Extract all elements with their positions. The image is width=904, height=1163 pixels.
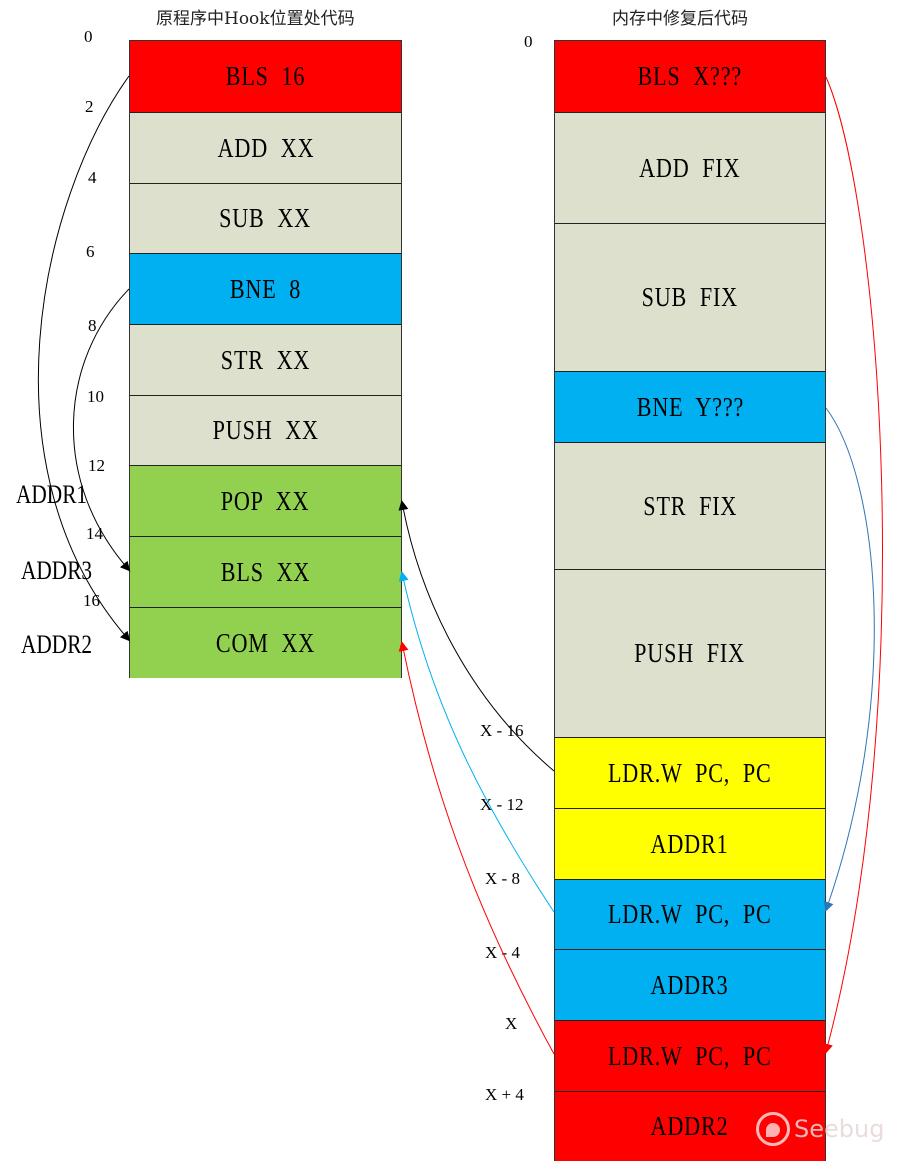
left-offset-6: 6 [86, 242, 95, 261]
right-offset-x: X [505, 1014, 518, 1033]
left-offset-2: 2 [85, 97, 94, 116]
left-cell-label: POP XX [221, 485, 310, 516]
left-cell: SUB XX [130, 183, 401, 253]
right-cell-label: ADDR1 [651, 828, 729, 859]
right-offset-0: 0 [524, 32, 533, 51]
left-offset-8: 8 [88, 316, 97, 335]
seebug-watermark: Seebug [756, 1112, 884, 1146]
addr2-label: ADDR2 [21, 630, 93, 659]
right-cell: ADDR3 [555, 949, 825, 1020]
addr1-label: ADDR1 [16, 480, 88, 509]
right-cell: PUSH FIX [555, 569, 825, 737]
right-cell-label: ADDR2 [651, 1111, 729, 1141]
left-cell-label: COM XX [215, 627, 316, 658]
right-cell-label: STR FIX [643, 490, 737, 521]
right-cell-label: LDR.W PC, PC [608, 1040, 772, 1071]
arrow-ldr-yellow-to-pop [398, 500, 555, 772]
left-offset-0: 0 [84, 27, 93, 46]
right-cell-label: SUB FIX [641, 282, 739, 312]
left-offset-12: 12 [88, 456, 105, 475]
right-cell: BNE Y??? [555, 371, 825, 442]
left-cell: COM XX [130, 607, 401, 678]
left-cell-label: BNE 8 [229, 273, 302, 304]
right-cell-label: BLS X??? [637, 61, 743, 91]
patched-code-column: BLS X??? ADD FIX SUB FIX BNE Y??? STR FIX PUS… [554, 40, 826, 1161]
left-cell-label: SUB XX [219, 203, 312, 233]
left-cell: BLS 16 [130, 41, 401, 112]
right-cell: ADDR1 [555, 808, 825, 879]
left-panel-title: 原程序中Hook位置处代码 [156, 9, 355, 29]
left-cell-label: ADD XX [217, 132, 314, 163]
right-cell: SUB FIX [555, 223, 825, 371]
right-cell-label: LDR.W PC, PC [608, 757, 772, 788]
left-cell-label: BLS 16 [225, 61, 306, 91]
right-offset-x-16: X - 16 [480, 721, 524, 740]
right-cell: LDR.W PC, PC [555, 879, 825, 949]
arrow-ldr-blue-to-bls [398, 571, 555, 913]
arrow-bls-to-ldr-red [823, 76, 883, 1054]
left-offset-14: 14 [86, 524, 103, 543]
seebug-logo-icon [756, 1112, 790, 1146]
left-cell: BNE 8 [130, 253, 401, 324]
right-cell: ADD FIX [555, 112, 825, 223]
right-cell: BLS X??? [555, 41, 825, 112]
right-cell-label: LDR.W PC, PC [608, 899, 772, 929]
right-offset-x-4: X - 4 [485, 943, 520, 962]
right-cell: LDR.W PC, PC [555, 737, 825, 808]
left-cell-label: STR XX [220, 344, 311, 375]
right-offset-x-12: X - 12 [480, 795, 524, 814]
left-offset-4: 4 [88, 168, 97, 187]
left-cell: STR XX [130, 324, 401, 395]
left-cell-label: BLS XX [220, 556, 311, 587]
left-cell-label: PUSH XX [212, 415, 319, 445]
right-cell: LDR.W PC, PC [555, 1020, 825, 1091]
left-cell: ADD XX [130, 112, 401, 183]
watermark-text: Seebug [794, 1115, 885, 1143]
right-cell-label: ADDR3 [651, 969, 729, 1000]
arrow-ldr-red-to-com [398, 641, 555, 1055]
right-cell-label: ADD FIX [639, 152, 741, 183]
right-cell: STR FIX [555, 442, 825, 569]
left-offset-16: 16 [83, 591, 100, 610]
original-code-column: BLS 16 ADD XX SUB XX BNE 8 STR XX PUSH XX POP … [129, 40, 402, 678]
addr3-label: ADDR3 [21, 556, 93, 585]
left-cell: POP XX [130, 465, 401, 536]
right-cell-label: PUSH FIX [634, 638, 746, 668]
right-offset-x-8: X - 8 [485, 869, 520, 888]
left-cell: PUSH XX [130, 395, 401, 465]
arrow-bne-to-ldr-blue [823, 407, 875, 912]
left-offset-10: 10 [87, 387, 104, 406]
right-panel-title: 内存中修复后代码 [612, 9, 748, 29]
left-cell: BLS XX [130, 536, 401, 607]
right-offset-x-plus-4: X + 4 [485, 1085, 524, 1104]
right-cell-label: BNE Y??? [636, 391, 744, 422]
